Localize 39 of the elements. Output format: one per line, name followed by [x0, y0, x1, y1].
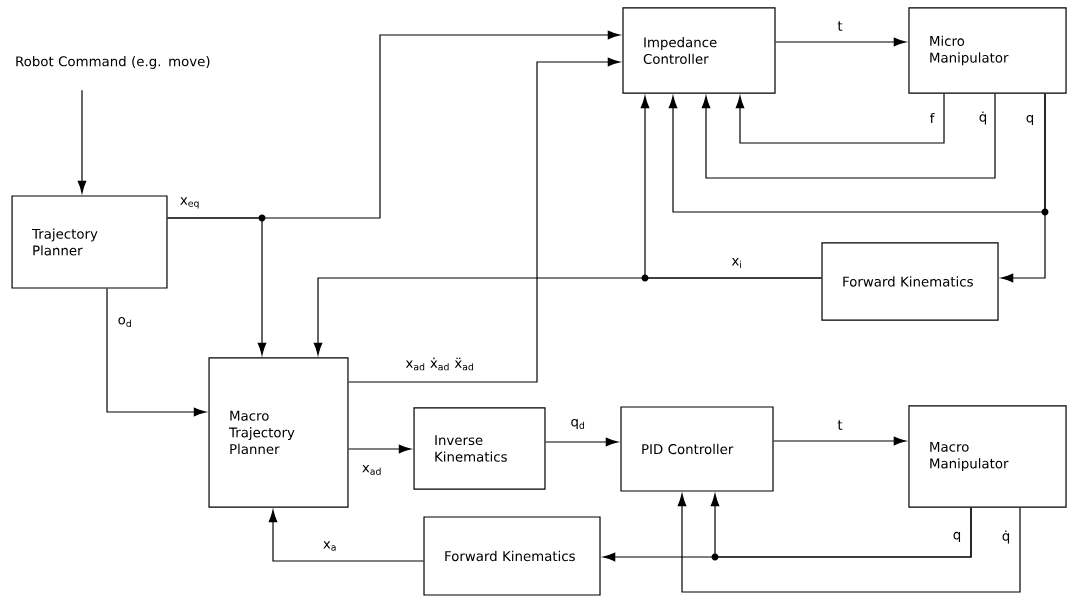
edge-label: f — [928, 111, 936, 125]
arrow — [773, 436, 907, 446]
edge-label: x$_{a}$ — [321, 539, 339, 553]
edge-label: o$_{d}$ — [116, 315, 134, 329]
edge-label: t — [836, 419, 844, 431]
block-box: PID Controller — [620, 406, 774, 492]
arrow — [77, 89, 87, 194]
arrow — [347, 444, 412, 454]
block-box: Forward Kinematics — [423, 516, 601, 596]
arrow — [602, 507, 972, 562]
block-box: Micro Manipulator — [908, 7, 1067, 94]
edge-label: t — [836, 20, 844, 32]
arrow — [106, 288, 207, 417]
arrow — [775, 37, 907, 47]
block-box: Macro Trajectory Planner — [208, 357, 349, 508]
edge-label: x$_{ad}$ — [360, 463, 384, 477]
arrow — [313, 277, 822, 356]
edge-label: x$_{eq}$ — [178, 196, 202, 210]
block-box: Trajectory Planner — [11, 195, 168, 289]
arrow — [347, 57, 621, 383]
block-box: Forward Kinematics — [821, 242, 999, 321]
edge-label: q̇ — [1000, 529, 1012, 545]
arrow — [1000, 93, 1046, 283]
block-box: Impedance Controller — [622, 7, 776, 94]
command-text: Robot Command (e.g. move) — [16, 56, 210, 69]
block-box: Macro Manipulator — [908, 405, 1067, 508]
edge-label: q̇ — [977, 110, 989, 126]
edge-label: x$_{ad}$ ẋ$_{ad}$ ẍ$_{ad}$ — [404, 356, 476, 372]
arrow — [545, 437, 619, 447]
edge-label: q — [1024, 113, 1036, 127]
arrow — [677, 493, 1021, 593]
edge-label: x$_{i}$ — [730, 256, 744, 270]
edge-label: q — [951, 530, 963, 544]
arrow — [735, 93, 945, 144]
block-box: Inverse Kinematics — [413, 407, 546, 490]
edge-label: q$_{d}$ — [569, 417, 587, 431]
arrow — [268, 509, 424, 562]
arrow — [167, 217, 267, 356]
arrow — [701, 93, 996, 179]
